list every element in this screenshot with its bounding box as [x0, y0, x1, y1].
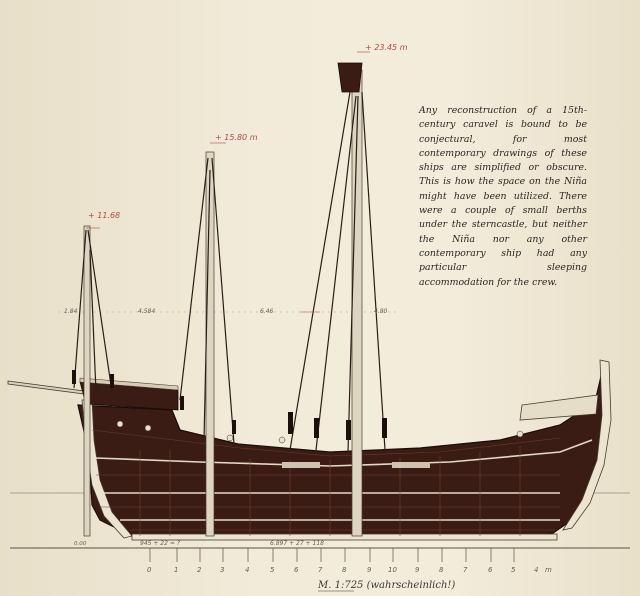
spacing-a: 4.584: [138, 308, 155, 315]
station-numbers: 0 1 2 3 4 5 6 7 8 9 10 9 8 7 6 5 4 m: [147, 566, 552, 574]
fore-height-label: + 23.45 m: [365, 43, 408, 52]
station-number: 4: [245, 566, 249, 574]
scale-note: M. 1:725 (wahrscheinlich!): [317, 580, 455, 591]
sterncastle: [519, 394, 599, 421]
station-number: 6: [488, 566, 493, 574]
baseline-left-edge: 0.00: [74, 541, 87, 547]
forecastle-rail: [79, 377, 179, 391]
keel: [131, 533, 558, 541]
station-number: 8: [439, 566, 444, 574]
mizzen-height-label: + 11.68: [88, 211, 120, 220]
station-number: 9: [367, 566, 372, 574]
spacing-c: 4.80: [374, 308, 388, 315]
decks: [95, 439, 593, 521]
station-number: 0: [147, 566, 152, 574]
station-number: 10: [388, 566, 397, 574]
station-number: 6: [294, 566, 299, 574]
crows-nest: [337, 62, 363, 93]
gun-ports: [116, 420, 524, 444]
station-unit: m: [545, 566, 552, 574]
main-mast: [205, 151, 215, 537]
station-number: 1: [174, 566, 178, 574]
rigging: [73, 91, 386, 453]
baseline-left-annotation: 945 + 22 = ?: [140, 540, 181, 547]
spacing-left: 1.84: [64, 308, 78, 315]
deadeyes: [72, 370, 387, 440]
baseline-right-annotation: 6.897 + 27 + 118: [270, 540, 324, 547]
sternpost: [562, 359, 612, 531]
bowsprit: [7, 380, 93, 396]
station-ticks: [149, 548, 515, 562]
main-height-label: + 15.80 m: [215, 133, 258, 142]
spacing-b: 6.46: [260, 308, 274, 315]
station-number: 4: [534, 566, 538, 574]
mizzen-mast: [83, 225, 91, 537]
frames: [139, 446, 521, 536]
station-number: 7: [318, 566, 323, 574]
dimension-lines: [86, 51, 370, 313]
station-number: 7: [463, 566, 468, 574]
station-number: 8: [342, 566, 347, 574]
station-number: 5: [270, 566, 275, 574]
hatches: [282, 462, 430, 468]
station-number: 5: [511, 566, 516, 574]
station-number: 3: [220, 566, 224, 574]
station-number: 9: [415, 566, 420, 574]
caption-text: Any reconstruction of a 15th-century car…: [419, 105, 587, 288]
station-number: 2: [197, 566, 202, 574]
